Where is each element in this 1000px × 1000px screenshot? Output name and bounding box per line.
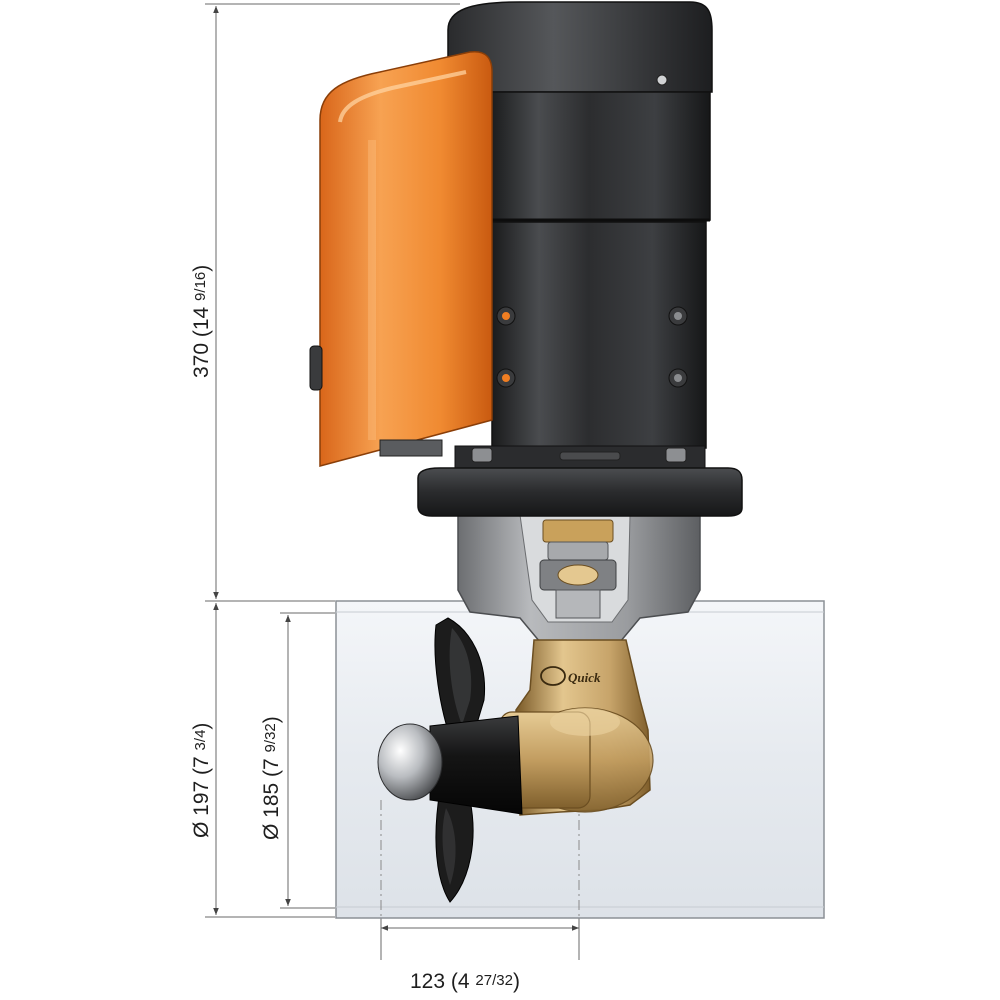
propeller-offset-label: 123 (4 27/32) bbox=[410, 970, 520, 993]
orange-terminal-cover bbox=[309, 50, 493, 467]
motor-bolts bbox=[496, 306, 688, 388]
dimension-lines bbox=[205, 3, 580, 960]
cap-screw bbox=[656, 74, 668, 86]
quick-logo: Quick bbox=[540, 666, 601, 686]
propeller bbox=[377, 617, 523, 903]
lower-unit: Quick bbox=[499, 639, 654, 816]
gear-leg bbox=[457, 511, 701, 643]
outer-diameter-label: Ø 197 (7 3/4) bbox=[190, 723, 213, 838]
inner-diameter-label: Ø 185 (7 9/32) bbox=[260, 716, 283, 840]
svg-text:Quick: Quick bbox=[568, 670, 601, 685]
propeller-nose-cone bbox=[377, 723, 443, 801]
cover-knob bbox=[309, 345, 323, 391]
height-dimension-label: 370 (14 9/16) bbox=[190, 265, 213, 378]
electric-motor bbox=[417, 1, 743, 517]
